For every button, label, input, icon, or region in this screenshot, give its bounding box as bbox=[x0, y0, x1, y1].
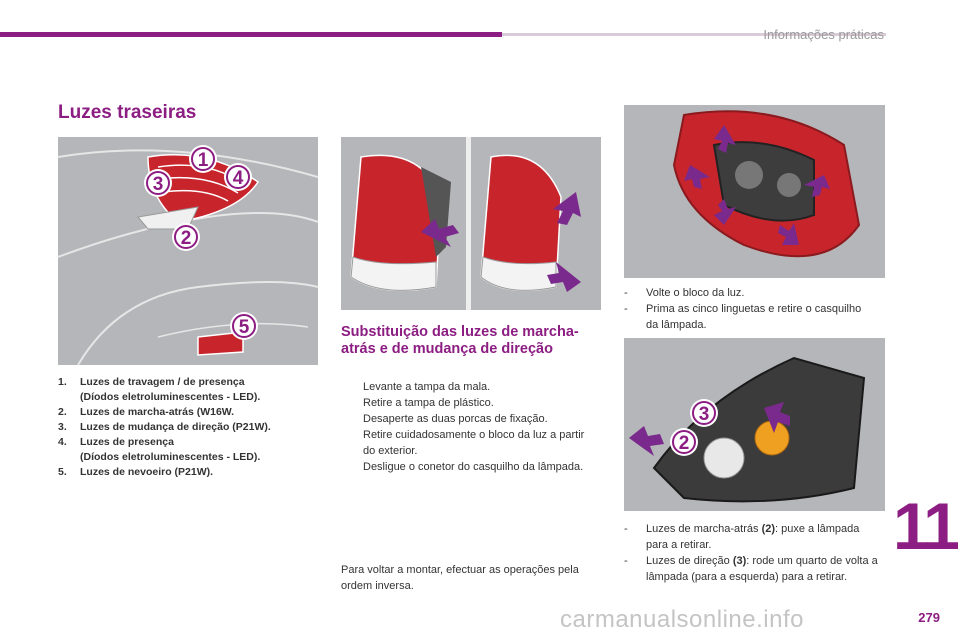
callout-2: 2 bbox=[172, 223, 200, 251]
step-item: Retire cuidadosamente o bloco da luz a p… bbox=[363, 429, 585, 457]
list-item: -Luzes de marcha-atrás (2): puxe a lâmpa… bbox=[624, 523, 860, 551]
header-light-bar bbox=[502, 33, 886, 36]
step-item: Levante a tampa da mala. bbox=[363, 381, 491, 393]
svg-text:5: 5 bbox=[239, 317, 250, 338]
lamp-unit-steps: -Volte o bloco da luz. -Prima as cinco l… bbox=[624, 285, 874, 333]
svg-text:1: 1 bbox=[198, 150, 209, 171]
component-legend: 1.Luzes de travagem / de presença(Díodos… bbox=[58, 375, 328, 480]
rear-lights-car-image: 1 3 4 2 5 bbox=[58, 137, 318, 365]
bulb-removal-steps: -Luzes de marcha-atrás (2): puxe a lâmpa… bbox=[624, 521, 882, 585]
step-item: Desligue o conetor do casquilho da lâmpa… bbox=[363, 461, 584, 473]
legend-item: 3.Luzes de mudança de direção (P21W). bbox=[58, 421, 271, 433]
page-title: Luzes traseiras bbox=[58, 102, 197, 123]
section-header: Informações práticas bbox=[763, 27, 884, 42]
lamp-unit-back-image bbox=[624, 105, 885, 278]
callout-5: 5 bbox=[230, 312, 258, 340]
reassemble-note: Para voltar a montar, efectuar as operaç… bbox=[341, 564, 579, 592]
legend-item: 1.Luzes de travagem / de presença(Díodos… bbox=[58, 376, 261, 403]
arrow-icon bbox=[421, 192, 581, 292]
bulb-callout-3: 3 bbox=[690, 399, 718, 427]
chapter-number: 11 bbox=[893, 489, 960, 563]
bulb-callout-2: 2 bbox=[670, 428, 698, 456]
list-item: -Volte o bloco da luz. bbox=[624, 287, 745, 299]
watermark: carmanualsonline.info bbox=[560, 606, 804, 633]
list-item: -Luzes de direção (3): rode um quarto de… bbox=[624, 555, 878, 583]
removal-steps: Levante a tampa da mala. Retire a tampa … bbox=[341, 379, 596, 475]
header-accent-bar bbox=[0, 32, 502, 37]
page-number: 279 bbox=[918, 610, 940, 625]
svg-text:2: 2 bbox=[181, 228, 192, 249]
lamp-removal-image bbox=[341, 137, 601, 310]
svg-text:3: 3 bbox=[153, 174, 164, 195]
step-item: Desaperte as duas porcas de fixação. bbox=[363, 413, 548, 425]
callout-4: 4 bbox=[224, 163, 252, 191]
bulb-arrows-icon bbox=[629, 402, 790, 456]
legend-item: 4.Luzes de presença(Díodos eletrolumines… bbox=[58, 436, 261, 463]
callout-3: 3 bbox=[144, 169, 172, 197]
tab-arrows-icon bbox=[684, 125, 830, 245]
list-item: -Prima as cinco linguetas e retire o cas… bbox=[624, 303, 862, 331]
legend-item: 2.Luzes de marcha-atrás (W16W. bbox=[58, 406, 235, 418]
step-item: Retire a tampa de plástico. bbox=[363, 397, 494, 409]
svg-text:4: 4 bbox=[233, 168, 244, 189]
svg-text:2: 2 bbox=[679, 433, 690, 454]
svg-text:3: 3 bbox=[699, 404, 710, 425]
section-subtitle: Substituição das luzes de marcha-atrás e… bbox=[341, 324, 579, 357]
callout-1: 1 bbox=[189, 145, 217, 173]
bulb-holder-image: 3 2 bbox=[624, 338, 885, 511]
legend-item: 5.Luzes de nevoeiro (P21W). bbox=[58, 466, 214, 478]
